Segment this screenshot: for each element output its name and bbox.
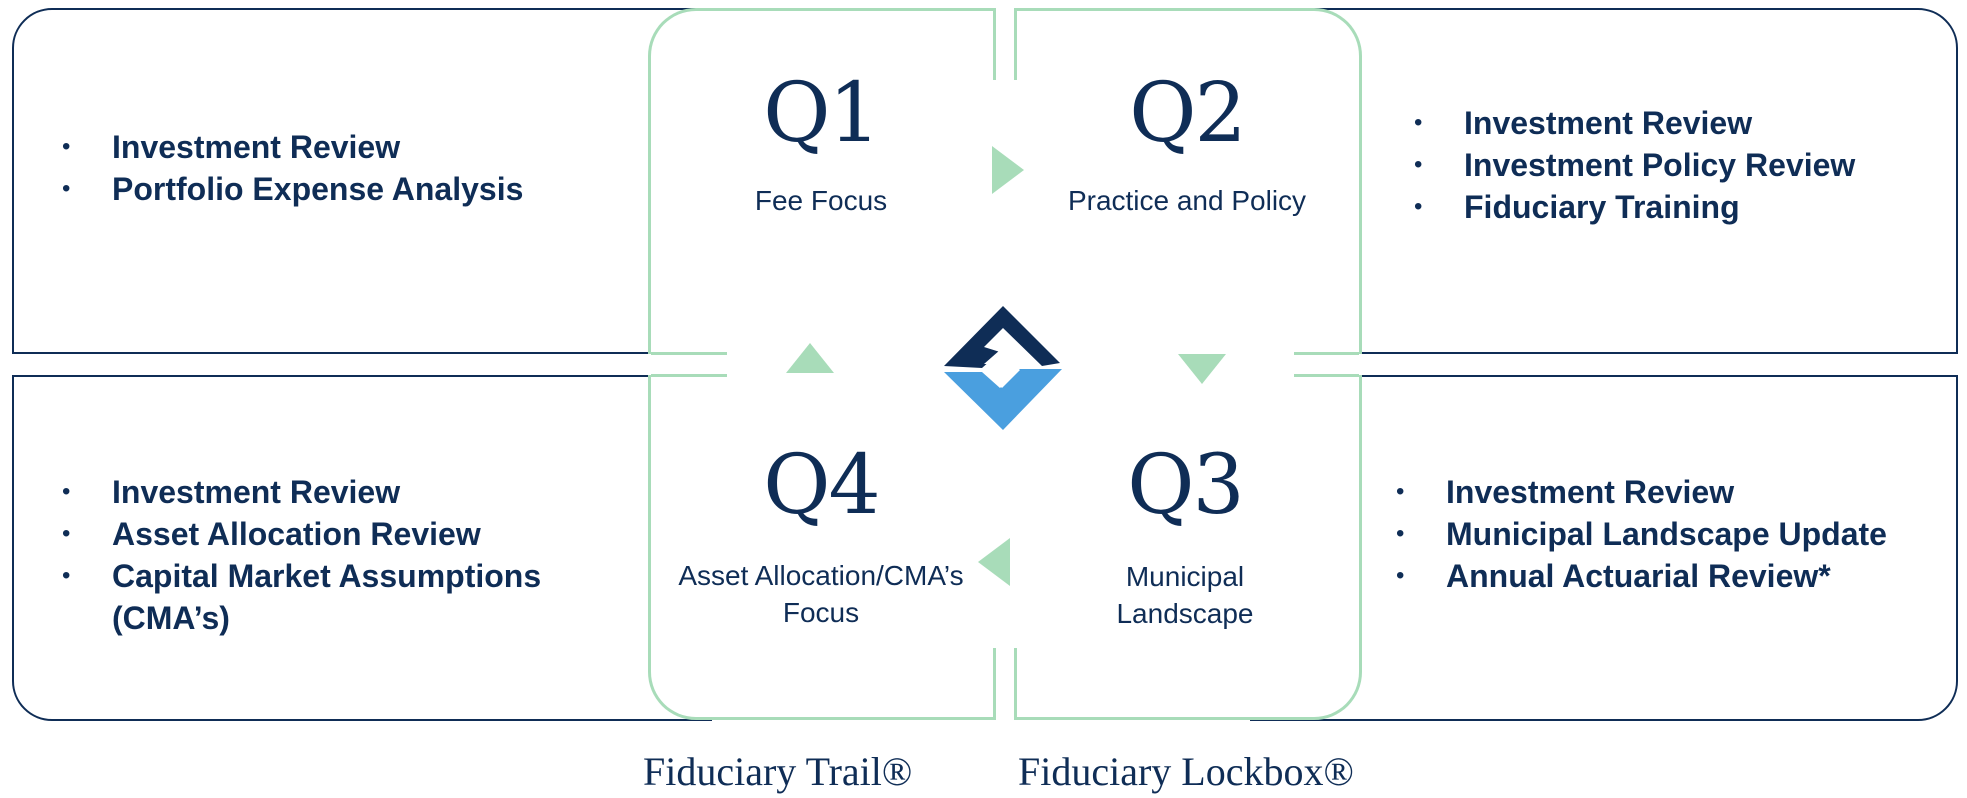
arrow-left-icon xyxy=(978,538,1010,586)
quarter-subtitle-q2: Practice and Policy xyxy=(1067,185,1307,216)
bullet-icon: • xyxy=(1396,562,1405,589)
list-item: •Municipal Landscape Update xyxy=(1396,513,1887,555)
quarter-label-q1: Q1 xyxy=(763,66,880,161)
frame-divider-right-top xyxy=(1294,352,1359,355)
bullet-list-bottom-left: •Investment Review •Asset Allocation Rev… xyxy=(62,471,622,639)
frame-gap-top xyxy=(996,0,1014,80)
bullet-list-bottom-right: •Investment Review •Municipal Landscape … xyxy=(1396,471,1887,597)
frame-gap-left xyxy=(640,354,730,375)
arrow-down-icon xyxy=(1178,354,1226,384)
panel-top-left xyxy=(12,8,712,354)
frame-gap-bottom xyxy=(996,648,1014,728)
bullet-icon: • xyxy=(62,478,71,505)
frame-divider-bottom-left xyxy=(993,648,996,720)
frame-divider-right-bottom xyxy=(1294,374,1359,377)
bullet-icon: • xyxy=(1396,520,1405,547)
frame-gap-right xyxy=(1288,354,1370,375)
quarter-subtitle-q3: Municipal Landscape xyxy=(1116,561,1254,629)
list-item: •Investment Review xyxy=(1396,471,1887,513)
caption-fiduciary-trail: Fiduciary Trail® xyxy=(643,749,913,794)
list-item: •Investment Review xyxy=(62,471,622,513)
list-item: •Investment Review xyxy=(62,126,523,168)
bullet-icon: • xyxy=(62,133,71,160)
list-item: •Portfolio Expense Analysis xyxy=(62,168,523,210)
brand-logo-icon xyxy=(944,306,1062,430)
panel-bottom-right xyxy=(1250,375,1958,721)
list-item: •Investment Policy Review xyxy=(1414,144,1855,186)
list-item: •Capital Market Assumptions (CMA’s) xyxy=(62,555,622,639)
list-item: •Investment Review xyxy=(1414,102,1855,144)
quarter-label-q2: Q2 xyxy=(1129,66,1246,161)
frame-divider-top-right xyxy=(1014,8,1017,80)
list-item: •Asset Allocation Review xyxy=(62,513,622,555)
bullet-icon: • xyxy=(1414,109,1423,136)
arrow-right-icon xyxy=(992,146,1024,194)
arrow-up-icon xyxy=(786,343,834,373)
caption-fiduciary-lockbox: Fiduciary Lockbox® xyxy=(1018,749,1354,794)
frame-divider-bottom-right xyxy=(1014,648,1017,720)
frame-divider-left-top xyxy=(651,352,727,355)
bullet-list-top-right: •Investment Review •Investment Policy Re… xyxy=(1414,102,1855,228)
panel-bottom-left xyxy=(12,375,712,721)
quarter-label-q4: Q4 xyxy=(763,438,880,533)
panel-top-right xyxy=(1250,8,1958,354)
list-item: •Annual Actuarial Review* xyxy=(1396,555,1887,597)
bullet-icon: • xyxy=(62,562,71,589)
bullet-icon: • xyxy=(62,520,71,547)
quarter-label-q3: Q3 xyxy=(1127,438,1244,533)
quarter-subtitle-q4: Asset Allocation/CMA’s Focus xyxy=(678,560,964,628)
bullet-icon: • xyxy=(1396,478,1405,505)
bullet-icon: • xyxy=(1414,151,1423,178)
bullet-list-top-left: •Investment Review •Portfolio Expense An… xyxy=(62,126,523,210)
bullet-icon: • xyxy=(62,175,71,202)
bullet-icon: • xyxy=(1414,193,1423,220)
list-item: •Fiduciary Training xyxy=(1414,186,1855,228)
frame-divider-top-left xyxy=(993,8,996,80)
quarter-subtitle-q1: Fee Focus xyxy=(754,185,888,216)
frame-divider-left-bottom xyxy=(651,374,727,377)
